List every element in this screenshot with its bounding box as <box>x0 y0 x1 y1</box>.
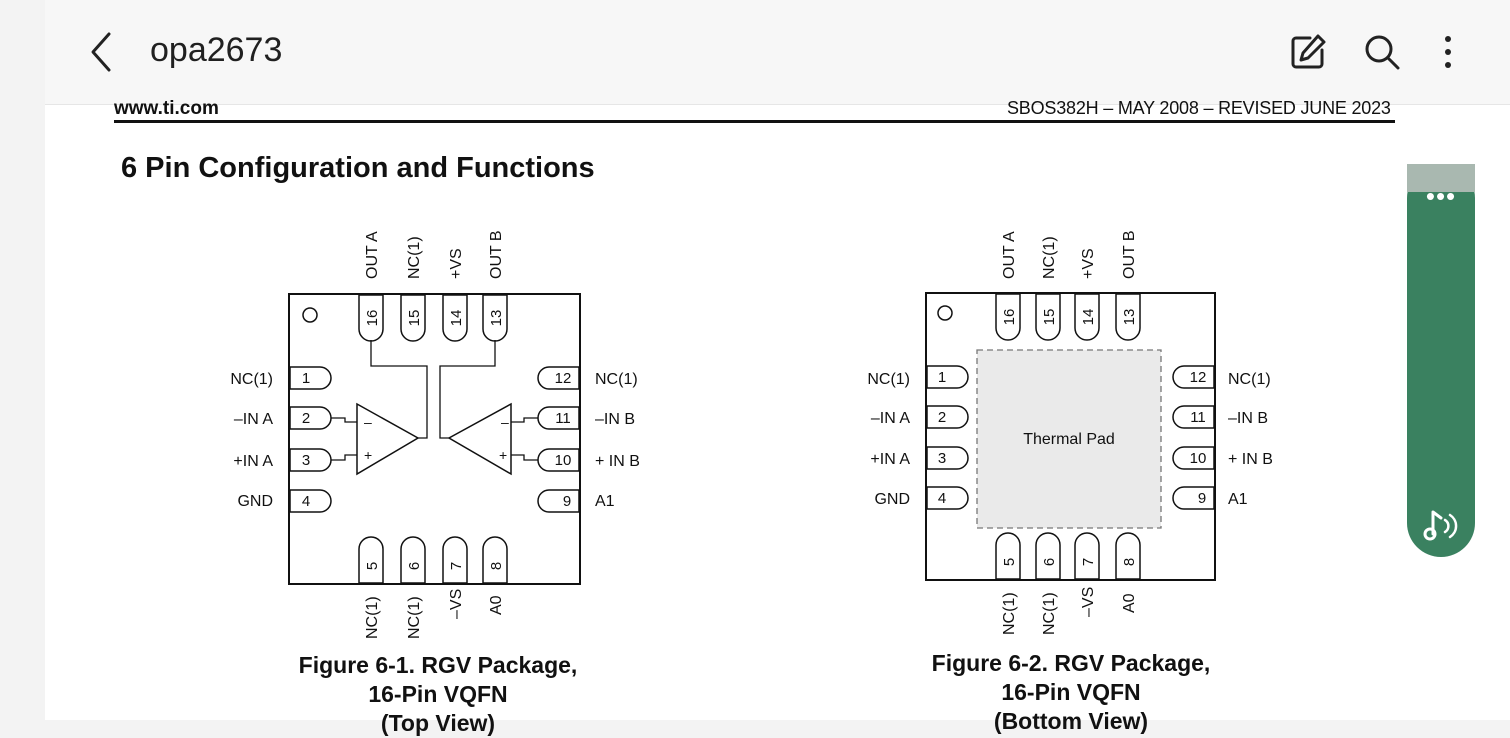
opamp-b-symbol <box>447 402 512 476</box>
pin-number: 2 <box>938 409 946 426</box>
pin-number: 8 <box>1121 558 1138 566</box>
app-toolbar: opa2673 <box>45 0 1510 105</box>
more-vertical-icon[interactable] <box>1428 32 1468 72</box>
pin-label: –IN B <box>1228 410 1268 427</box>
pin-number: 10 <box>555 452 572 469</box>
pin-number: 6 <box>1041 558 1058 566</box>
pin-number: 3 <box>938 450 946 467</box>
pin-number: 15 <box>406 310 423 327</box>
pin-label: OUT B <box>488 230 505 279</box>
pin-label: NC(1) <box>230 371 273 388</box>
pin-label: +IN A <box>870 451 910 468</box>
pin-number: 6 <box>406 562 423 570</box>
svg-text:+: + <box>499 447 507 463</box>
svg-text:–: – <box>501 414 509 430</box>
pin-label: GND <box>874 491 910 508</box>
pin-label: NC(1) <box>1001 592 1018 635</box>
document-viewer: opa2673 www.ti.com SBOS382H – MAY 2008 –… <box>45 0 1510 736</box>
pin-number: 12 <box>1190 369 1207 386</box>
pin-label: OUT B <box>1121 230 1138 279</box>
pin-label: + IN B <box>1228 451 1273 468</box>
pin-number: 5 <box>1001 558 1018 566</box>
pin-number: 1 <box>938 369 946 386</box>
pin-label: –IN A <box>871 410 910 427</box>
figure-6-1-diagram: – + – + 16 15 14 13 5 6 7 8 1 2 3 4 12 <box>215 214 665 639</box>
page-header-right: SBOS382H – MAY 2008 – REVISED JUNE 2023 <box>1007 98 1391 118</box>
document-page[interactable]: www.ti.com SBOS382H – MAY 2008 – REVISED… <box>45 98 1510 736</box>
panel-drag-handle[interactable] <box>1407 164 1475 192</box>
pin-label: + IN B <box>595 453 640 470</box>
pin-number: 14 <box>1080 309 1097 326</box>
opamp-wiring <box>331 340 538 461</box>
pin-number: 16 <box>364 310 381 327</box>
pin-number: 12 <box>555 370 572 387</box>
chevron-left-icon[interactable] <box>87 30 117 74</box>
pin-label: NC(1) <box>406 596 423 639</box>
pin-number: 11 <box>555 410 571 427</box>
pin-label: NC(1) <box>364 596 381 639</box>
pin-number: 10 <box>1190 450 1207 467</box>
pin-number: 7 <box>1080 558 1097 566</box>
pin-number: 9 <box>1198 490 1206 507</box>
pin-label: –VS <box>448 589 465 619</box>
thermal-pad-label: Thermal Pad <box>1023 431 1115 448</box>
search-icon[interactable] <box>1362 32 1402 72</box>
pin-label: NC(1) <box>1228 371 1271 388</box>
pin-label: A0 <box>488 595 505 615</box>
pin-label: OUT A <box>1001 231 1018 279</box>
pin-label: OUT A <box>364 231 381 279</box>
pin-label: A0 <box>1121 593 1138 613</box>
pin-label: A1 <box>1228 491 1248 508</box>
page-header-left: www.ti.com <box>114 98 219 119</box>
svg-text:+: + <box>364 447 372 463</box>
svg-text:–: – <box>364 414 372 430</box>
pin-number: 1 <box>302 370 310 387</box>
pin1-marker <box>937 305 953 321</box>
pin-number: 8 <box>488 562 505 570</box>
figure-6-1-caption: Figure 6-1. RGV Package, 16-Pin VQFN (To… <box>298 652 578 736</box>
figure-6-2-caption: Figure 6-2. RGV Package, 16-Pin VQFN (Bo… <box>931 650 1211 734</box>
panel-more-button[interactable]: ••• <box>1425 181 1457 211</box>
pin-number: 15 <box>1041 309 1058 326</box>
header-rule <box>114 120 1395 123</box>
edit-icon[interactable] <box>1288 32 1328 72</box>
section-heading: 6 Pin Configuration and Functions <box>121 152 595 184</box>
pin-label: GND <box>237 493 273 510</box>
pin-number: 3 <box>302 452 310 469</box>
pin-number: 14 <box>448 310 465 327</box>
pin-number: 16 <box>1001 309 1018 326</box>
pin-label: –IN A <box>234 411 273 428</box>
figure-6-2-diagram: Thermal Pad 16 15 14 13 5 6 7 8 1 2 3 4 … <box>853 214 1303 639</box>
pin-label: –IN B <box>595 411 635 428</box>
thermal-pad <box>976 349 1162 529</box>
pin-label: NC(1) <box>1041 236 1058 279</box>
pin-label: A1 <box>595 493 615 510</box>
read-aloud-icon[interactable] <box>1421 504 1461 544</box>
pin-number: 7 <box>448 562 465 570</box>
pin-number: 11 <box>1190 409 1206 426</box>
pin-label: +IN A <box>233 453 273 470</box>
pin-number: 4 <box>938 490 946 507</box>
pin-number: 2 <box>302 410 310 427</box>
pin-label: NC(1) <box>1041 592 1058 635</box>
pin-label: +VS <box>1080 248 1097 279</box>
pin1-marker <box>302 307 318 323</box>
pin-number: 13 <box>1121 309 1138 326</box>
pin-number: 9 <box>563 493 571 510</box>
pin-label: +VS <box>448 248 465 279</box>
document-title: opa2673 <box>150 31 283 69</box>
opamp-a-symbol <box>356 402 420 476</box>
pin-label: NC(1) <box>595 371 638 388</box>
package-outline <box>288 293 581 585</box>
pin-number: 5 <box>364 562 381 570</box>
pin-label: NC(1) <box>867 371 910 388</box>
pin-label: NC(1) <box>406 236 423 279</box>
read-aloud-panel[interactable]: ••• <box>1407 164 1475 557</box>
pin-label: –VS <box>1080 587 1097 617</box>
pin-number: 13 <box>488 310 505 327</box>
pin-number: 4 <box>302 493 310 510</box>
